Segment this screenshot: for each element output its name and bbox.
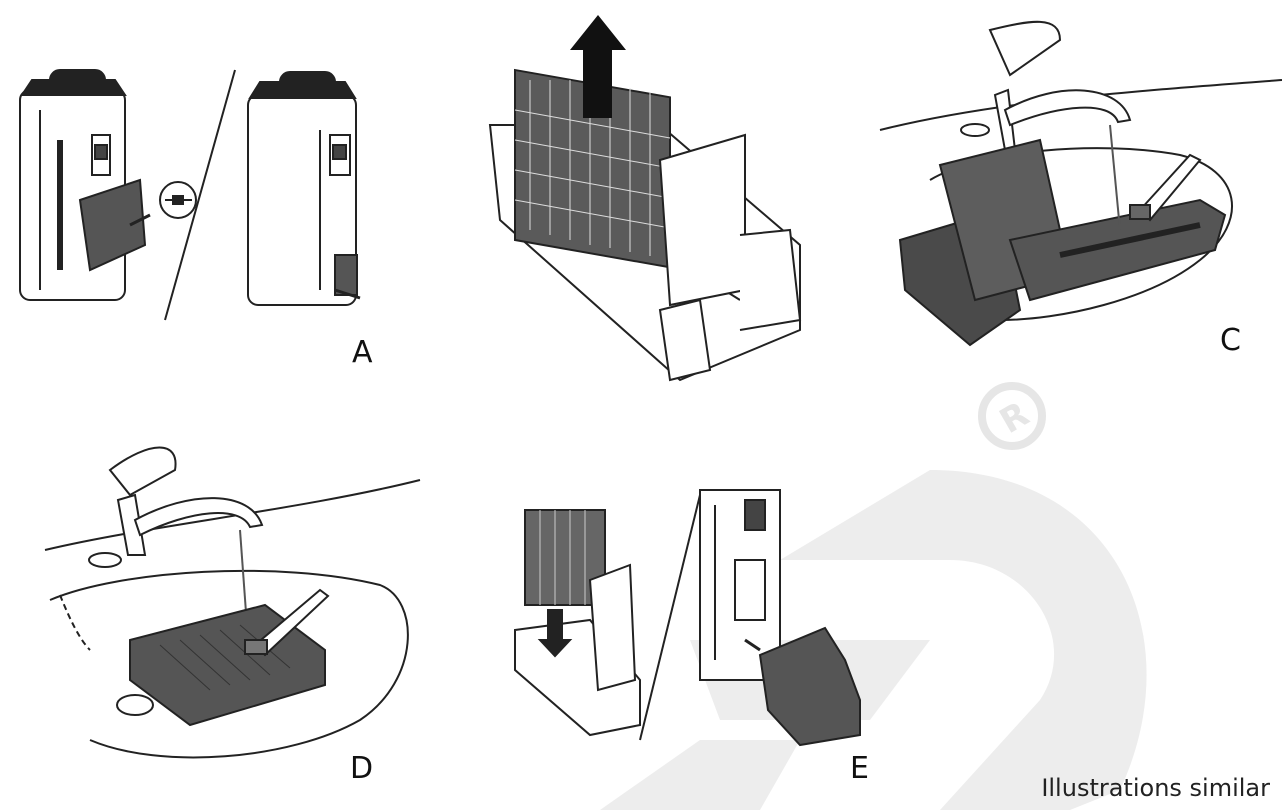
panel-c-label: C — [1220, 323, 1241, 358]
panel-a-label: A — [352, 335, 373, 370]
panel-d-label: D — [350, 751, 373, 786]
watermark-logo — [600, 470, 1147, 810]
panel-e-label: E — [850, 751, 869, 786]
panel-a-illustration — [19, 69, 361, 321]
registered-mark-icon: R — [978, 382, 1046, 450]
panel-b-illustration — [488, 68, 802, 382]
panel-d-illustration — [44, 446, 421, 759]
up-arrow-icon — [570, 15, 626, 118]
brush-icon — [244, 588, 330, 657]
brush-icon — [1129, 153, 1202, 222]
svg-text:R: R — [993, 394, 1036, 442]
panel-e-illustration — [514, 489, 861, 747]
panel-c-illustration — [879, 20, 1282, 347]
faucet-icon — [960, 20, 1132, 151]
faucet-icon — [88, 446, 264, 568]
caption-text: Illustrations similar — [1041, 774, 1270, 802]
